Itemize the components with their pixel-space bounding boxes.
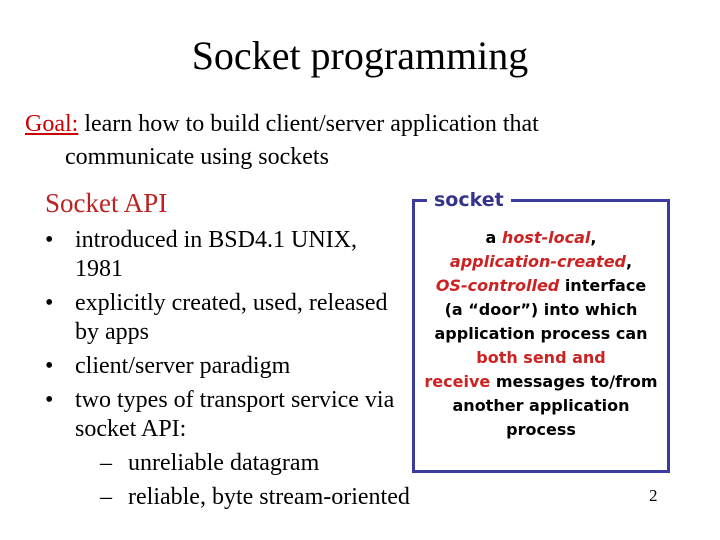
box-line: process bbox=[506, 420, 576, 439]
box-line: both send and bbox=[476, 348, 606, 367]
box-line: OS-controlled interface bbox=[435, 276, 647, 295]
bullet-text: introduced in BSD4.1 UNIX, 1981 bbox=[75, 227, 357, 282]
bullet-text: unreliable datagram bbox=[128, 450, 320, 476]
bullet-icon: • bbox=[45, 387, 54, 413]
box-line: another application bbox=[452, 396, 630, 415]
socket-definition-text: a host-local, application-created, OS-co… bbox=[415, 226, 667, 442]
dash-icon: – bbox=[100, 484, 112, 510]
list-item: • explicitly created, used, released by … bbox=[45, 289, 415, 347]
list-item: • client/server paradigm bbox=[45, 352, 415, 381]
goal-label: Goal: bbox=[25, 111, 79, 137]
box-line: receive messages to/from bbox=[424, 372, 658, 391]
slide-title: Socket programming bbox=[191, 33, 529, 78]
bullet-icon: • bbox=[45, 290, 54, 316]
bullet-text: explicitly created, used, released by ap… bbox=[75, 290, 388, 345]
socket-api-bullet-list: • introduced in BSD4.1 UNIX, 1981 • expl… bbox=[45, 226, 415, 517]
sub-list-item: – reliable, byte stream-oriented bbox=[100, 483, 415, 512]
box-line: application-created, bbox=[449, 252, 633, 271]
bullet-text: reliable, byte stream-oriented bbox=[128, 484, 410, 510]
page-number: 2 bbox=[649, 486, 658, 505]
box-line: a host-local, bbox=[485, 228, 597, 247]
bullet-text: client/server paradigm bbox=[75, 353, 291, 379]
bullet-icon: • bbox=[45, 353, 54, 379]
socket-box-label: socket bbox=[427, 189, 511, 211]
goal-paragraph: Goal: learn how to build client/server a… bbox=[25, 108, 695, 174]
bullet-text: two types of transport service via socke… bbox=[75, 387, 395, 442]
sub-list-item: – unreliable datagram bbox=[100, 449, 415, 478]
goal-text-line2: communicate using sockets bbox=[65, 144, 329, 170]
socket-definition-box: socket a host-local, application-created… bbox=[412, 189, 670, 473]
dash-icon: – bbox=[100, 450, 112, 476]
bullet-icon: • bbox=[45, 227, 54, 253]
box-line: (a “door”) into which bbox=[444, 300, 638, 319]
list-item: • introduced in BSD4.1 UNIX, 1981 bbox=[45, 226, 415, 284]
socket-api-heading: Socket API bbox=[45, 188, 168, 218]
goal-text-line1: learn how to build client/server applica… bbox=[78, 111, 539, 137]
box-line: application process can bbox=[434, 324, 648, 343]
list-item: • two types of transport service via soc… bbox=[45, 386, 415, 444]
